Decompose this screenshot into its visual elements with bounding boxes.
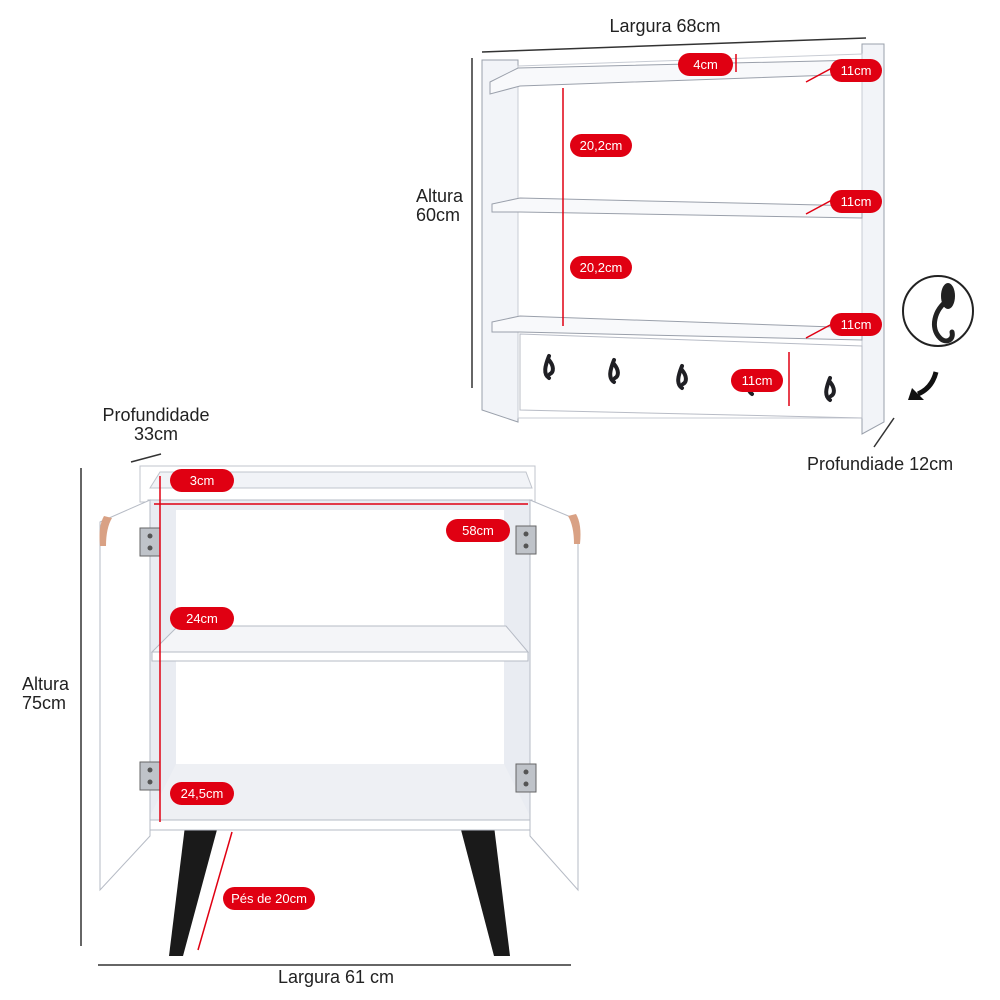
shelf-height-label-line: 60cm	[416, 205, 461, 225]
shelf-height-label-line: Altura	[416, 186, 464, 206]
shelf-gap-tag: 20,2cm	[570, 134, 632, 157]
cabinet-shelf-front	[151, 651, 529, 662]
hinge-icon	[515, 525, 537, 555]
cabinet-top-inner	[149, 471, 533, 489]
cabinet-depth-label-line: 33cm	[133, 424, 178, 444]
shelf-middle-board	[491, 197, 863, 219]
hook	[676, 364, 688, 390]
cabinet-upper-space-tag: 24cm	[170, 607, 234, 630]
cabinet-lower-space-tag: 24,5cm	[170, 782, 234, 805]
hook	[543, 354, 555, 380]
hook-panel-tag: 11cm	[731, 369, 783, 392]
cabinet-inner-width-tag: 58cm	[446, 519, 510, 542]
shelf-depth-label: Profundiade 12cm	[807, 454, 954, 474]
cabinet-left-door	[99, 499, 151, 892]
shelf-top-lip-tag: 4cm	[678, 53, 733, 76]
cabinet-base-front	[147, 819, 533, 831]
shelf-bottom-board	[491, 315, 863, 341]
hinge-icon	[139, 761, 161, 791]
shelf-depth-measure-line	[805, 323, 833, 339]
shelf-depth-measure-line	[805, 67, 833, 83]
cabinet-legs-tag: Pés de 20cm	[223, 887, 315, 910]
hook	[608, 358, 620, 384]
cabinet-leg	[460, 826, 510, 956]
pointer-arrow-icon	[908, 371, 939, 400]
shelf-width-label: Largura 68cm	[609, 16, 721, 36]
left-door-handle	[99, 516, 112, 546]
cabinet-right-door	[529, 499, 579, 892]
shelf-depth-tag: 11cm	[830, 313, 882, 336]
shelf-depth-measure-line	[805, 199, 833, 215]
shelf-width-dimension-line	[481, 37, 867, 53]
cabinet-top-rim-tag: 3cm	[170, 469, 234, 492]
cabinet	[80, 453, 581, 966]
cabinet-leg-measure-line	[197, 831, 233, 951]
wall-shelf	[471, 37, 974, 448]
hinge-icon	[139, 527, 161, 557]
shelf-hook-rail	[519, 333, 863, 419]
cabinet-height-label-line: Altura	[22, 674, 70, 694]
right-door-handle	[568, 514, 581, 544]
hook-detail-icon	[931, 283, 955, 344]
cabinet-depth-label: Profundidade 33cm	[88, 406, 224, 444]
hinge-icon	[515, 763, 537, 793]
shelf-left-side-panel	[481, 59, 519, 423]
shelf-gap-tag: 20,2cm	[570, 256, 632, 279]
shelf-depth-dimension-line	[873, 417, 895, 448]
shelf-depth-tag: 11cm	[830, 59, 882, 82]
shelf-right-side-panel	[861, 43, 885, 435]
cabinet-width-label: Largura 61 cm	[277, 967, 395, 987]
cabinet-depth-label-line: Profundidade	[102, 405, 210, 425]
cabinet-floor	[148, 764, 532, 820]
cabinet-leg	[169, 826, 218, 956]
hook	[824, 376, 836, 402]
shelf-depth-tag: 11cm	[830, 190, 882, 213]
shelf-height-label: Altura 60cm	[416, 187, 463, 225]
cabinet-height-label: Altura 75cm	[22, 675, 69, 713]
cabinet-height-label-line: 75cm	[22, 693, 67, 713]
cabinet-depth-dimension-line	[130, 453, 162, 463]
